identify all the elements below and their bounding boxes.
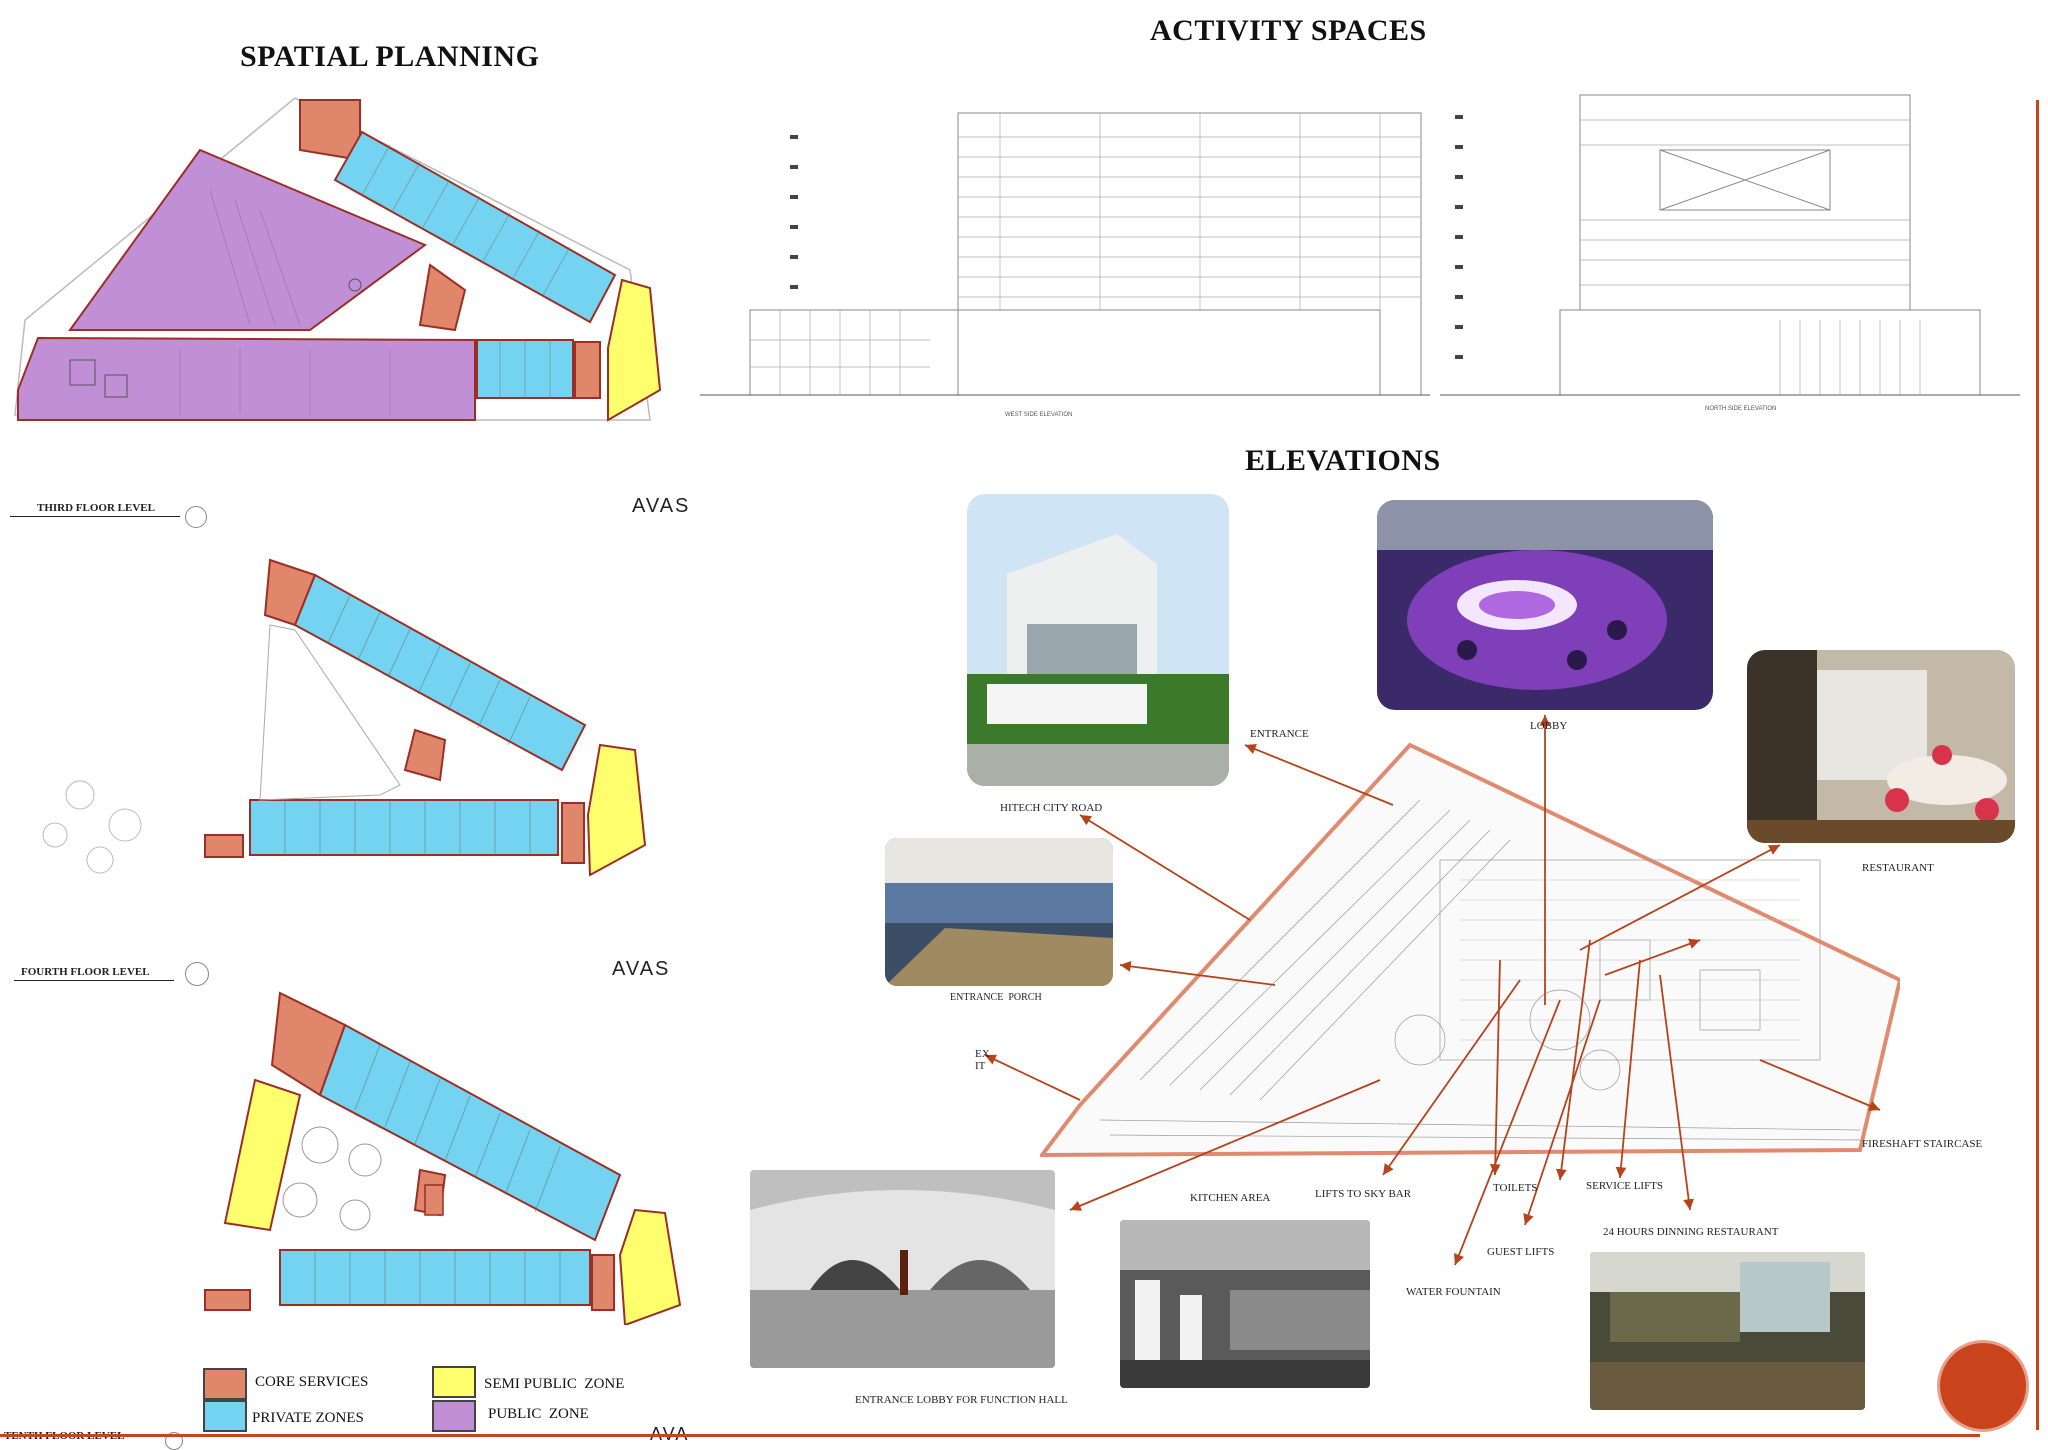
building-exterior-photo <box>967 494 1229 786</box>
west-elevation-drawing <box>700 112 1430 396</box>
legend-semi-public-swatch <box>432 1366 476 1398</box>
label-hitech-city-road: HITECH CITY ROAD <box>1000 802 1103 814</box>
north-arrow-icon <box>185 506 207 528</box>
third-floor-underline <box>10 516 180 517</box>
semi-public-area <box>586 743 647 877</box>
brand-logo: AVAS <box>612 958 671 980</box>
dining-restaurant-photo <box>1590 1252 1865 1410</box>
label-water-fountain: WATER FOUNTAIN <box>1406 1286 1501 1298</box>
label-restaurant: RESTAURANT <box>1862 862 1934 874</box>
private-zone-area <box>293 573 587 772</box>
bottom-accent-rule <box>0 1434 1980 1437</box>
third-floor-plan <box>14 97 662 422</box>
core-services-area <box>204 1289 251 1311</box>
fourth-floor-plan <box>204 558 647 877</box>
north-elevation-drawing <box>1440 94 2020 396</box>
ground-floor-plan <box>1040 742 1900 1158</box>
label-toilets: TOILETS <box>1493 1182 1538 1194</box>
legend-public-swatch <box>432 1400 476 1432</box>
legend-core-label: CORE SERVICES <box>255 1374 369 1390</box>
label-guest-lifts: GUEST LIFTS <box>1487 1246 1555 1258</box>
core-services-area <box>561 802 585 864</box>
third-floor-label: THIRD FLOOR LEVEL <box>37 502 155 514</box>
right-accent-rule <box>2036 100 2039 1430</box>
semi-public-area <box>618 1208 682 1325</box>
label-entrance-porch: ENTRANCE PORCH <box>950 992 1042 1003</box>
core-services-area <box>403 728 447 782</box>
fourth-floor-label: FOURTH FLOOR LEVEL <box>21 966 150 978</box>
label-kitchen-area: KITCHEN AREA <box>1190 1192 1271 1204</box>
label-function-hall-lobby: ENTRANCE LOBBY FOR FUNCTION HALL <box>855 1394 1068 1406</box>
north-arrow-icon <box>185 962 209 986</box>
legend-core-swatch <box>203 1368 247 1400</box>
tenth-floor-plan <box>204 991 682 1325</box>
private-zone-area <box>279 1249 591 1306</box>
lobby-photo <box>1377 500 1713 710</box>
tree-sketch-decor <box>42 780 142 874</box>
kitchen-photo <box>1120 1220 1370 1388</box>
legend-private-label: PRIVATE ZONES <box>252 1410 364 1426</box>
public-zone-area <box>17 336 476 421</box>
decorative-seal-icon <box>1937 1340 2029 1432</box>
core-services-area <box>418 263 467 332</box>
brand-logo: AVAS <box>632 495 691 517</box>
core-services-area <box>424 1184 444 1216</box>
core-services-area <box>574 341 601 399</box>
fourth-floor-underline <box>14 980 174 981</box>
legend-private-swatch <box>203 1400 247 1432</box>
label-service-lifts: SERVICE LIFTS <box>1586 1180 1664 1192</box>
north-elevation-caption: NORTH SIDE ELEVATION <box>1705 406 1777 412</box>
function-hall-lobby-photo <box>750 1170 1055 1368</box>
label-lifts-to-sky-bar: LIFTS TO SKY BAR <box>1315 1188 1412 1200</box>
private-zone-area <box>333 130 617 324</box>
elevations-title: ELEVATIONS <box>1245 444 1441 477</box>
west-elevation-caption: WEST SIDE ELEVATION <box>1005 412 1073 418</box>
core-services-area <box>204 834 244 858</box>
spatial-planning-title: SPATIAL PLANNING <box>240 40 540 73</box>
core-services-area <box>591 1254 615 1311</box>
legend-semi-public-label: SEMI PUBLIC ZONE <box>484 1376 625 1392</box>
label-exit-b: IT <box>975 1060 986 1072</box>
entrance-porch-photo <box>885 838 1113 986</box>
label-entrance: ENTRANCE <box>1250 728 1309 740</box>
semi-public-area <box>607 278 662 422</box>
legend-public-label: PUBLIC ZONE <box>488 1406 589 1422</box>
restaurant-photo <box>1747 650 2015 843</box>
label-lobby: LOBBY <box>1530 720 1568 732</box>
private-zone-area <box>249 799 559 856</box>
label-24-hours-dining: 24 HOURS DINNING RESTAURANT <box>1603 1226 1779 1238</box>
label-fireshaft-staircase: FIRESHAFT STAIRCASE <box>1862 1138 1983 1150</box>
activity-spaces-title: ACTIVITY SPACES <box>1150 14 1427 47</box>
label-exit-a: EX <box>975 1048 990 1060</box>
semi-public-area <box>223 1078 302 1232</box>
